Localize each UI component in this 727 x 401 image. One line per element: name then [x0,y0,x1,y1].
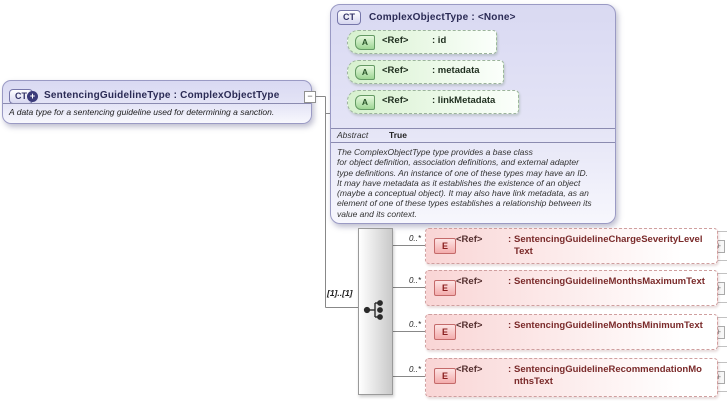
attribute-icon: A [355,35,375,50]
element-icon: E [434,324,456,340]
base-type-description: The ComplexObjectType type provides a ba… [337,147,592,219]
element-name: SentencingGuidelineMonthsMaximumText [514,276,705,287]
element-cardinality: 0..* [408,365,421,374]
colon: : [508,234,512,245]
element-row-recommendation-months[interactable]: E <Ref> : SentencingGuidelineRecommendat… [425,358,718,397]
attribute-row-metadata[interactable]: A <Ref> : metadata [347,60,504,84]
main-type-annotation: A data type for a sentencing guideline u… [9,107,275,117]
element-cardinality: 0..* [408,320,421,329]
divider [331,142,615,143]
element-ref: <Ref> [456,276,483,287]
attribute-row-id[interactable]: A <Ref> : id [347,30,497,54]
collapse-minus-icon[interactable]: − [304,91,316,103]
attribute-ref: <Ref> [382,95,409,106]
sequence-icon [363,300,383,320]
attribute-name: : metadata [432,65,480,76]
element-row-months-maximum[interactable]: E <Ref> : SentencingGuidelineMonthsMaxim… [425,270,718,306]
abstract-label: Abstract [337,130,369,140]
element-icon: E [434,280,456,296]
attribute-icon: A [355,65,375,80]
element-icon: E [434,368,456,384]
divider [3,103,311,104]
base-type-title: ComplexObjectType : <None> [369,12,516,23]
sequence-cardinality: [1]..[1] [327,288,353,298]
element-name: SentencingGuidelineMonthsMinimumText [514,320,703,331]
element-cardinality: 0..* [408,234,421,243]
element-name: SentencingGuidelineRecommendationMonthsT… [514,364,702,387]
base-type-header: CT ComplexObjectType : <None> [337,10,516,25]
attribute-name: : linkMetadata [432,95,496,106]
abstract-value: True [389,130,407,140]
element-name: SentencingGuidelineChargeSeverityLevelTe… [514,234,703,257]
element-icon: E [434,238,456,254]
colon: : [508,276,512,287]
element-row-months-minimum[interactable]: E <Ref> : SentencingGuidelineMonthsMinim… [425,314,718,350]
attribute-icon: A [355,95,375,110]
complex-type-plus-icon: CT+ [9,86,38,104]
attribute-name: : id [432,35,447,46]
element-ref: <Ref> [456,364,483,375]
attribute-ref: <Ref> [382,35,409,46]
main-type-header: CT+ SentencingGuidelineType : ComplexObj… [9,86,280,104]
complex-type-icon: CT [337,10,361,25]
main-type-box[interactable]: CT+ SentencingGuidelineType : ComplexObj… [2,80,312,124]
main-type-title: SentencingGuidelineType : ComplexObjectT… [44,89,280,101]
attribute-ref: <Ref> [382,65,409,76]
colon: : [508,364,512,375]
element-cardinality: 0..* [408,276,421,285]
element-ref: <Ref> [456,234,483,245]
attribute-row-linkmetadata[interactable]: A <Ref> : linkMetadata [347,90,519,114]
colon: : [508,320,512,331]
element-row-charge-severity[interactable]: E <Ref> : SentencingGuidelineChargeSever… [425,228,718,264]
divider [331,128,615,129]
element-ref: <Ref> [456,320,483,331]
